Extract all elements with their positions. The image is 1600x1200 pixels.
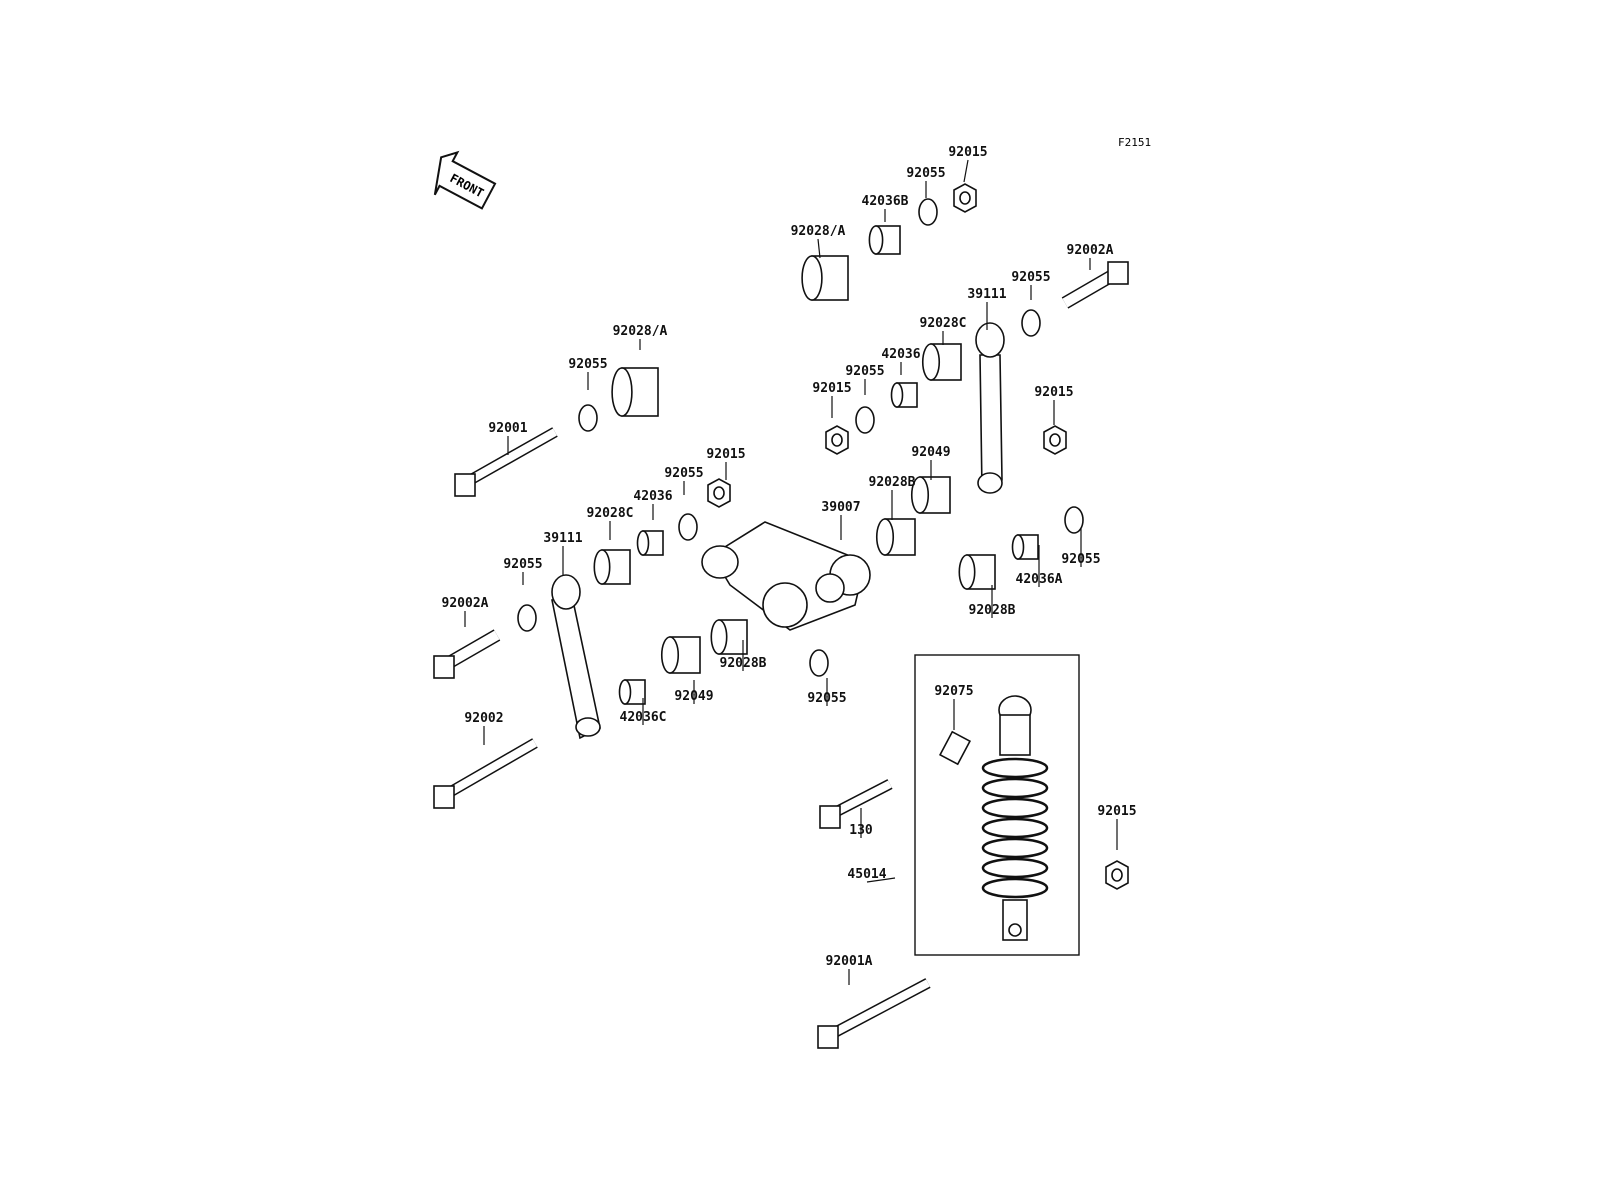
- sleeve-end: [921, 343, 941, 381]
- bolt-92001A: [817, 978, 931, 1049]
- part-label: 92055: [906, 166, 945, 181]
- bolt-130: [819, 779, 893, 829]
- o-ring: [517, 604, 537, 632]
- part-label: 92015: [706, 447, 745, 462]
- part-label: 39111: [543, 531, 582, 546]
- sleeve-end: [618, 679, 632, 705]
- part-label: 42036A: [1016, 572, 1063, 587]
- sleeve-end: [890, 382, 904, 408]
- nut-hole: [831, 433, 843, 447]
- sleeve-end: [636, 530, 650, 556]
- front-arrow-icon: FRONT: [433, 150, 497, 210]
- sleeve-end: [710, 619, 728, 655]
- part-label: 130: [849, 823, 873, 838]
- part-label: 92049: [911, 445, 950, 460]
- o-ring: [809, 649, 829, 677]
- part-label: 92028B: [969, 603, 1016, 618]
- part-label: 92055: [503, 557, 542, 572]
- part-label: 92028B: [869, 475, 916, 490]
- part-label: 42036: [633, 489, 672, 504]
- spring-coil: [981, 837, 1049, 859]
- leader-lines: [464, 159, 1118, 985]
- part-label: 92001A: [826, 954, 873, 969]
- nut-hole: [1049, 433, 1061, 447]
- spring-coil: [981, 797, 1049, 819]
- o-ring: [1064, 506, 1084, 534]
- part-label: 92015: [1034, 385, 1073, 400]
- part-label: 92055: [568, 357, 607, 372]
- leader-line: [817, 238, 821, 259]
- part-label: 92055: [1011, 270, 1050, 285]
- sleeve-end: [611, 367, 633, 417]
- sleeve-end: [660, 636, 680, 674]
- bolt-92001: [454, 427, 558, 497]
- part-label: 42036C: [620, 710, 667, 725]
- spring-coil: [981, 777, 1049, 799]
- figure-code: F2151: [1118, 136, 1151, 149]
- spring-coil: [981, 877, 1049, 899]
- part-label: 92049: [674, 689, 713, 704]
- bolt-92002A-right: [1061, 261, 1129, 309]
- nut-hole: [1111, 868, 1123, 882]
- leader-line: [866, 877, 896, 883]
- part-label: 92055: [845, 364, 884, 379]
- part-label: 92028C: [587, 506, 634, 521]
- part-label: 92015: [948, 145, 987, 160]
- part-label: 92001: [488, 421, 527, 436]
- part-label: 92015: [1097, 804, 1136, 819]
- part-label: 92055: [1061, 552, 1100, 567]
- part-label: 92028/A: [613, 324, 668, 339]
- part-label: 92055: [807, 691, 846, 706]
- sleeve-end: [875, 518, 895, 556]
- o-ring: [855, 406, 875, 434]
- part-label: 92002: [464, 711, 503, 726]
- part-label: 92015: [812, 381, 851, 396]
- part-label: 92028/A: [791, 224, 846, 239]
- leader-line: [963, 159, 969, 183]
- part-label: 39007: [821, 500, 860, 515]
- part-label: 42036B: [862, 194, 909, 209]
- bolt-92002A-left: [433, 629, 501, 679]
- nut-hole: [713, 486, 725, 500]
- bolt-92002: [433, 738, 538, 809]
- spring-coil: [981, 817, 1049, 839]
- nut-hole: [959, 191, 971, 205]
- link-39111-right: [975, 322, 1005, 494]
- o-ring: [918, 198, 938, 226]
- part-label: 45014: [847, 867, 886, 882]
- sleeve-end: [1011, 534, 1025, 560]
- part-label: 92075: [934, 684, 973, 699]
- part-label: 42036: [881, 347, 920, 362]
- o-ring: [678, 513, 698, 541]
- sleeve-end: [958, 554, 976, 590]
- part-label: 92002A: [1067, 243, 1114, 258]
- link-39111-left: [551, 574, 601, 740]
- spring-coil: [981, 857, 1049, 879]
- part-label: 92002A: [442, 596, 489, 611]
- o-ring: [1021, 309, 1041, 337]
- part-label: 92028C: [920, 316, 967, 331]
- sleeve-end: [593, 549, 611, 585]
- part-label: 92055: [664, 466, 703, 481]
- sleeve-end: [868, 225, 884, 255]
- parts-layer: FRONT F2151: [433, 136, 1151, 1049]
- sleeve-end: [910, 476, 930, 514]
- shock-absorber-45014: [914, 654, 1080, 956]
- part-labels: 920159205542036B92028/A92002A92055391119…: [442, 145, 1137, 969]
- part-label: 92028B: [720, 656, 767, 671]
- rings-and-sleeves: [517, 183, 1129, 890]
- rocker-arm-39007: [701, 521, 871, 631]
- part-label: 39111: [967, 287, 1006, 302]
- o-ring: [578, 404, 598, 432]
- sleeve-end: [801, 255, 823, 301]
- spring-coil: [981, 757, 1049, 779]
- spring: [981, 757, 1049, 899]
